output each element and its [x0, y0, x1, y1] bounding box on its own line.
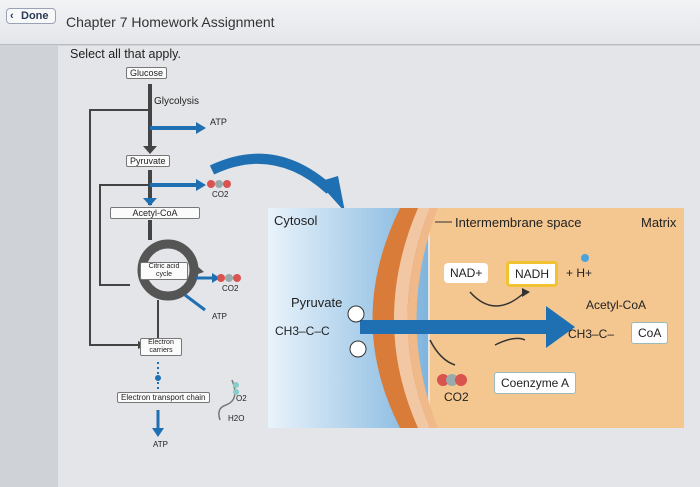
co2-label: CO2 [444, 390, 469, 404]
atp-bottom-label: ATP [153, 440, 168, 449]
done-label: Done [21, 10, 49, 22]
instructions: Select all that apply. [70, 47, 181, 61]
nadh-label: NADH [506, 261, 559, 287]
nad-plus-label: NAD+ [444, 263, 489, 283]
top-bar: ‹ Done Chapter 7 Homework Assignment [0, 0, 700, 45]
pyruvate-formula: CH3–C–C [275, 324, 330, 338]
atp-mid-label: ATP [212, 312, 227, 321]
electron-carriers-box: Electron carriers [140, 338, 182, 356]
pyruvate-label: Pyruvate [291, 295, 343, 310]
chevron-left-icon: ‹ [10, 10, 14, 22]
h-plus-label: + H+ [566, 266, 593, 280]
acetyl-coa-box: Acetyl-CoA [110, 207, 200, 219]
matrix-label: Matrix [641, 215, 677, 230]
coenzyme-a-box: Coenzyme A [494, 372, 577, 394]
o2-label: O2 [236, 394, 247, 403]
intermembrane-label: Intermembrane space [455, 215, 582, 230]
acetyl-formula: CH3–C– [568, 327, 615, 341]
citric-acid-cycle-box: Citric acid cycle [140, 262, 188, 280]
acetyl-coa-label: Acetyl-CoA [586, 298, 647, 312]
atp-top-label: ATP [210, 117, 227, 127]
done-button[interactable]: ‹ Done [6, 8, 56, 24]
co2-label-1: CO2 [212, 190, 229, 199]
co2-label-2: CO2 [222, 284, 239, 293]
coa-box: CoA [631, 322, 669, 344]
glucose-box: Glucose [126, 67, 168, 79]
cytosol-label: Cytosol [274, 213, 318, 228]
h2o-label: H2O [228, 414, 245, 423]
page-title: Chapter 7 Homework Assignment [66, 14, 275, 30]
etc-box: Electron transport chain [117, 392, 210, 403]
pyruvate-box: Pyruvate [126, 155, 170, 167]
glycolysis-label: Glycolysis [154, 96, 200, 107]
